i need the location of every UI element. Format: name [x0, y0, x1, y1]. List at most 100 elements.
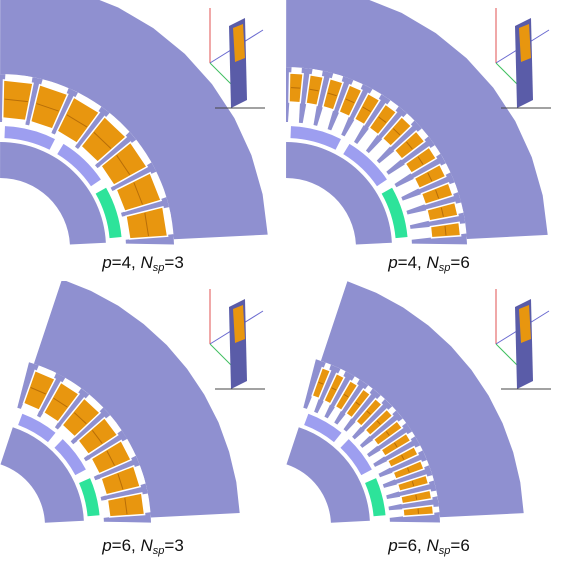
- p-value: =6,: [111, 536, 141, 555]
- n-symbol: N: [426, 253, 439, 272]
- inset-coil: [233, 24, 245, 62]
- panel-p4-nsp3: p=4, Nsp=3: [0, 0, 286, 281]
- coil: [29, 83, 69, 130]
- stator-tooth: [83, 430, 128, 462]
- panel-p4-nsp6: p=4, Nsp=6: [286, 0, 572, 281]
- stator-tooth: [341, 84, 373, 137]
- n-value: =3: [164, 253, 184, 272]
- rotor-core: [0, 427, 84, 523]
- blue-magnet: [290, 126, 341, 150]
- inset-3d-view: [495, 289, 551, 390]
- green-magnet: [79, 478, 100, 517]
- coil: [90, 439, 133, 475]
- coil-edge: [133, 182, 143, 205]
- inset-coil: [519, 305, 531, 343]
- green-magnet: [365, 478, 386, 517]
- coil-edge: [435, 189, 440, 199]
- blue-magnet: [18, 413, 56, 443]
- green-magnet: [381, 187, 408, 239]
- coil: [115, 171, 163, 213]
- outer-stator: [286, 0, 548, 239]
- coil-edge: [394, 442, 398, 448]
- coil-edge: [345, 98, 355, 104]
- cross-section-group: [0, 281, 240, 523]
- coil-edge: [66, 114, 88, 128]
- coil-edge: [318, 381, 324, 385]
- outer-stator: [0, 0, 268, 240]
- green-magnet: [95, 187, 122, 239]
- cross-section-group: [286, 281, 524, 523]
- coil-edge: [385, 431, 390, 436]
- outer-stator: [33, 281, 240, 518]
- coil-edge: [4, 98, 28, 103]
- n-subscript: sp: [438, 262, 451, 274]
- coil-edge: [406, 141, 413, 150]
- cross-section-group: [0, 0, 268, 245]
- coil-edge: [117, 473, 124, 490]
- p-symbol: p: [102, 253, 112, 272]
- blue-magnet: [343, 143, 387, 187]
- stator-tooth: [401, 172, 455, 201]
- coil-edge: [440, 207, 444, 217]
- coil-edge: [309, 88, 319, 92]
- stator-tooth: [378, 450, 427, 478]
- stator-tooth: [394, 153, 446, 188]
- n-value: =6: [450, 253, 470, 272]
- coil: [77, 416, 119, 456]
- stator-tooth: [37, 372, 66, 418]
- stator-tooth: [324, 371, 355, 419]
- stator-tooth: [354, 94, 391, 144]
- coil-edge: [36, 103, 59, 112]
- coil-edge: [407, 467, 410, 473]
- cross-section-group: [286, 0, 548, 245]
- coil-edge: [73, 412, 87, 425]
- blue-magnet: [304, 413, 342, 443]
- coil-edge: [106, 450, 115, 466]
- stator-tooth: [386, 136, 435, 175]
- coil: [42, 381, 81, 424]
- rotor-core: [286, 142, 392, 245]
- coil-edge: [411, 481, 415, 487]
- inset-coil: [233, 305, 245, 343]
- inset-3d-view: [209, 289, 265, 390]
- coil-edge: [401, 454, 405, 460]
- stator-tooth: [365, 106, 407, 154]
- coil: [99, 141, 149, 187]
- coil-edge: [93, 131, 112, 149]
- coil-edge: [53, 397, 68, 408]
- blue-magnet: [57, 143, 101, 187]
- panel-caption: p=6, Nsp=6: [286, 536, 572, 561]
- panel-caption: p=4, Nsp=3: [0, 253, 286, 278]
- machine-cross-section: [286, 281, 551, 523]
- inset-3d-view: [209, 8, 265, 109]
- air-gap: [286, 67, 467, 242]
- stator-tooth: [352, 399, 393, 440]
- coil: [61, 397, 102, 438]
- coil-edge: [30, 387, 46, 395]
- stator-tooth: [93, 455, 140, 481]
- n-subscript: sp: [152, 262, 165, 274]
- p-symbol: p: [102, 536, 112, 555]
- machine-cross-section: [286, 0, 551, 245]
- rotor-core: [0, 142, 106, 245]
- rotor-core: [286, 427, 370, 523]
- stator-tooth: [70, 407, 111, 445]
- n-value: =3: [164, 536, 184, 555]
- p-symbol: p: [388, 536, 398, 555]
- coil: [100, 464, 142, 496]
- coil-edge: [343, 393, 349, 398]
- panel-p6-nsp6: p=6, Nsp=6: [286, 281, 572, 562]
- outer-stator: [320, 281, 524, 518]
- p-symbol: p: [388, 253, 398, 272]
- inset-coil: [519, 24, 531, 62]
- coil-edge: [355, 401, 361, 406]
- coil-edge: [362, 106, 371, 113]
- coil-edge: [378, 116, 387, 123]
- n-subscript: sp: [438, 545, 451, 557]
- coil-edge: [144, 212, 150, 237]
- machine-cross-section: [0, 0, 268, 245]
- p-value: =6,: [397, 536, 427, 555]
- coil-edge: [124, 497, 128, 515]
- stator-tooth: [373, 436, 421, 467]
- stator-tooth: [359, 410, 403, 448]
